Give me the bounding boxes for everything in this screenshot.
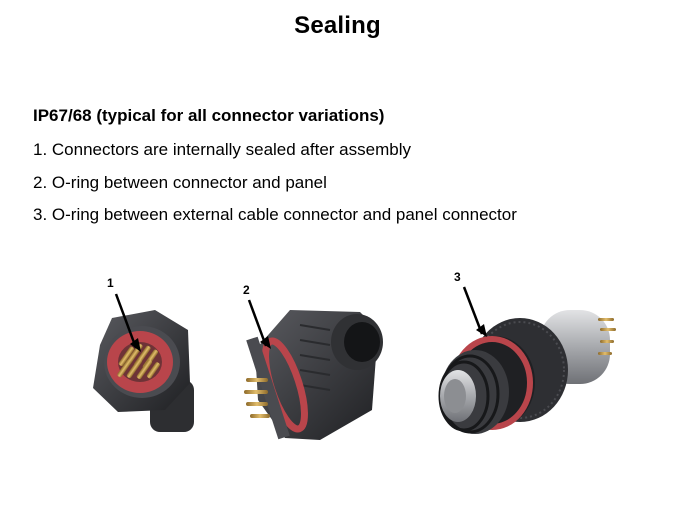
- list-item: 2. O-ring between connector and panel: [33, 173, 327, 192]
- connector-panel-mount-side-view-icon: [244, 299, 383, 440]
- section-heading: IP67/68 (typical for all connector varia…: [33, 106, 385, 125]
- callout-label-1: 1: [107, 276, 114, 290]
- callout-label-3: 3: [454, 270, 461, 284]
- list-item: 1. Connectors are internally sealed afte…: [33, 140, 411, 159]
- connector-front-view-icon: [93, 293, 194, 432]
- list-item: 3. O-ring between external cable connect…: [33, 205, 517, 224]
- callout-label-2: 2: [243, 283, 250, 297]
- slide-title: Sealing: [294, 12, 381, 39]
- connector-mated-cable-view-icon: [438, 286, 616, 434]
